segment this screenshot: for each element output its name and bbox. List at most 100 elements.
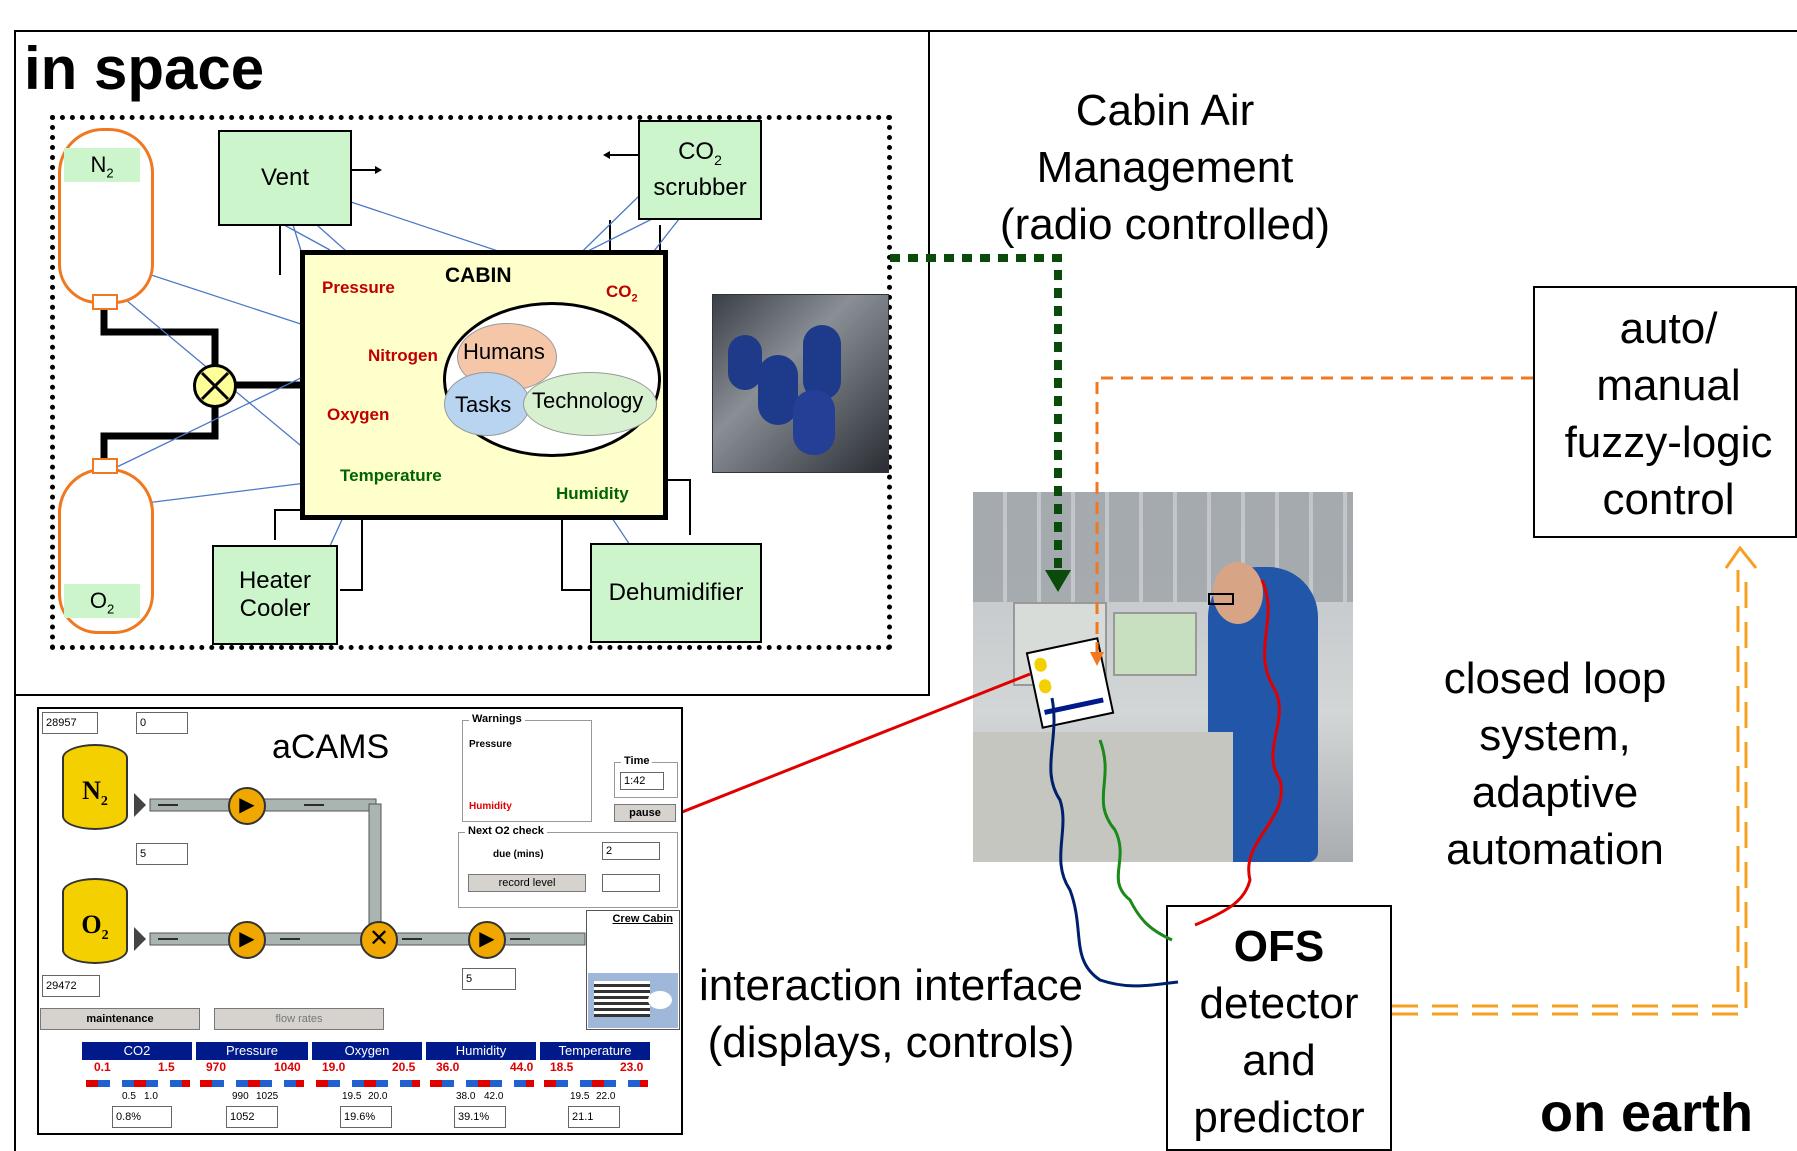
- gauge-header-co2: CO2: [82, 1042, 192, 1060]
- humidity-hi: 42.0: [484, 1091, 504, 1102]
- humidity-strip: [430, 1080, 534, 1087]
- heater-cooler-box: Heater Cooler: [212, 545, 338, 645]
- oxygen-min: 19.0: [322, 1060, 346, 1074]
- co2-lo: 0.5: [122, 1091, 136, 1102]
- acams-o2-text: O2: [64, 910, 126, 944]
- acams-field-top1[interactable]: 28957: [42, 712, 98, 734]
- interaction-interface-label: interaction interface (displays, control…: [699, 961, 1083, 1067]
- acams-n2-tank: N2: [62, 744, 128, 830]
- gauge-header-temperature: Temperature: [540, 1042, 650, 1060]
- acams-title: aCAMS: [272, 728, 390, 766]
- acams-field-top2[interactable]: 0: [136, 712, 188, 734]
- acams-o2-label: O: [81, 910, 102, 939]
- space-title: in space: [24, 35, 265, 102]
- oxygen-max: 20.5: [392, 1060, 416, 1074]
- n2-flow-field[interactable]: 5: [136, 843, 188, 865]
- mixing-valve-icon: [193, 364, 237, 408]
- tasks-label: Tasks: [455, 392, 512, 417]
- pressure-min: 970: [206, 1060, 227, 1074]
- gauge-header-oxygen: Oxygen: [312, 1042, 422, 1060]
- co2-scrubber-line2: scrubber: [653, 173, 747, 201]
- cooler-label: Cooler: [239, 595, 311, 622]
- mixer-valve-icon[interactable]: ✕: [360, 921, 398, 959]
- warnings-group: Warnings Pressure Humidity: [462, 713, 592, 822]
- maintenance-button[interactable]: maintenance: [40, 1008, 200, 1030]
- pressure-max: 1040: [274, 1060, 301, 1074]
- vent-box: Vent: [218, 130, 352, 226]
- temperature-max: 23.0: [620, 1060, 644, 1074]
- monitor-right: [1113, 612, 1197, 676]
- n2-label-text: N: [90, 152, 107, 177]
- co2-max: 1.5: [158, 1060, 175, 1074]
- ofs-desc: detector and predictor: [1193, 979, 1365, 1142]
- humidity-min: 36.0: [436, 1060, 460, 1074]
- warnings-title: Warnings: [469, 713, 525, 725]
- pressure-value-field[interactable]: 1052: [226, 1106, 278, 1128]
- astronauts-photo: [712, 294, 889, 473]
- time-field[interactable]: 1:42: [620, 772, 664, 790]
- record-level-field[interactable]: [602, 874, 660, 892]
- o2-tank-field[interactable]: 29472: [42, 975, 100, 997]
- pause-button[interactable]: pause: [614, 804, 676, 822]
- warning-pressure: Pressure: [469, 739, 512, 750]
- humans-label: Humans: [463, 339, 545, 364]
- oxygen-value-field[interactable]: 19.6%: [340, 1106, 392, 1128]
- temperature-value-field[interactable]: 21.1: [568, 1106, 620, 1128]
- o2-label-text: O: [89, 588, 107, 613]
- pump-icon-o2[interactable]: ▶: [228, 921, 266, 959]
- gauge-header-pressure: Pressure: [196, 1042, 308, 1060]
- n2-label: N2: [64, 148, 140, 182]
- frame-top-line: [14, 30, 1797, 32]
- humidity-max: 44.0: [510, 1060, 534, 1074]
- co2-scrubber-co: CO: [678, 138, 715, 166]
- temperature-strip: [544, 1080, 648, 1087]
- pressure-strip: [200, 1080, 304, 1087]
- due-label: due (mins): [493, 849, 544, 860]
- pump-icon-cabin[interactable]: ▶: [468, 921, 506, 959]
- warning-humidity: Humidity: [469, 801, 512, 812]
- due-field[interactable]: 2: [602, 842, 660, 860]
- time-group: Time: [614, 755, 678, 798]
- space-boundary: [50, 115, 892, 650]
- oxygen-strip: [316, 1080, 420, 1087]
- pressure-label: Pressure: [322, 278, 395, 297]
- humidity-lo: 38.0: [456, 1091, 476, 1102]
- time-title: Time: [621, 755, 653, 767]
- record-level-button[interactable]: record level: [468, 874, 586, 892]
- co2-label: CO2: [606, 282, 638, 304]
- gauge-header-humidity: Humidity: [426, 1042, 536, 1060]
- pump-icon-n2[interactable]: ▶: [228, 787, 266, 825]
- co2-value-field[interactable]: 0.8%: [112, 1106, 172, 1128]
- crew-cabin-title: Crew Cabin: [612, 913, 673, 925]
- humidity-label: Humidity: [556, 484, 629, 503]
- o2-flow-field[interactable]: 5: [462, 968, 516, 990]
- n2-tank-valve: [92, 294, 118, 310]
- co2-scrubber-sub: 2: [714, 151, 722, 168]
- ofs-title: OFS: [1233, 922, 1325, 971]
- humidity-value-field[interactable]: 39.1%: [454, 1106, 506, 1128]
- frame-space-divider-v: [928, 30, 930, 694]
- co2-scrubber-line1: CO2: [678, 138, 722, 174]
- fuzzy-logic-control-box: [1533, 286, 1797, 538]
- ofs-box: [1166, 905, 1392, 1151]
- venn-technology: [523, 372, 657, 436]
- astronaut-4: [728, 335, 762, 390]
- acams-window: [37, 707, 683, 1135]
- co2-label-sub: 2: [631, 292, 638, 305]
- astronaut-1: [758, 355, 798, 425]
- acams-o2-tank: O2: [62, 878, 128, 964]
- operator-photo: [973, 492, 1353, 862]
- fuzzy-logic-control-label: auto/ manual fuzzy-logic control: [1564, 304, 1773, 524]
- pressure-lo: 990: [232, 1091, 249, 1102]
- acams-n2-text: N2: [64, 776, 126, 810]
- co2-strip: [86, 1080, 190, 1087]
- next-o2-group: Next O2 check due (mins): [458, 825, 678, 908]
- temperature-min: 18.5: [550, 1060, 574, 1074]
- temperature-lo: 19.5: [570, 1091, 590, 1102]
- vent-slats: [594, 981, 650, 1017]
- flow-rates-button[interactable]: flow rates: [214, 1008, 384, 1030]
- closed-loop-label: closed loop system, adaptive automation: [1443, 654, 1667, 874]
- acams-n2-label: N: [82, 776, 101, 805]
- acams-n2-sub: 2: [100, 794, 108, 810]
